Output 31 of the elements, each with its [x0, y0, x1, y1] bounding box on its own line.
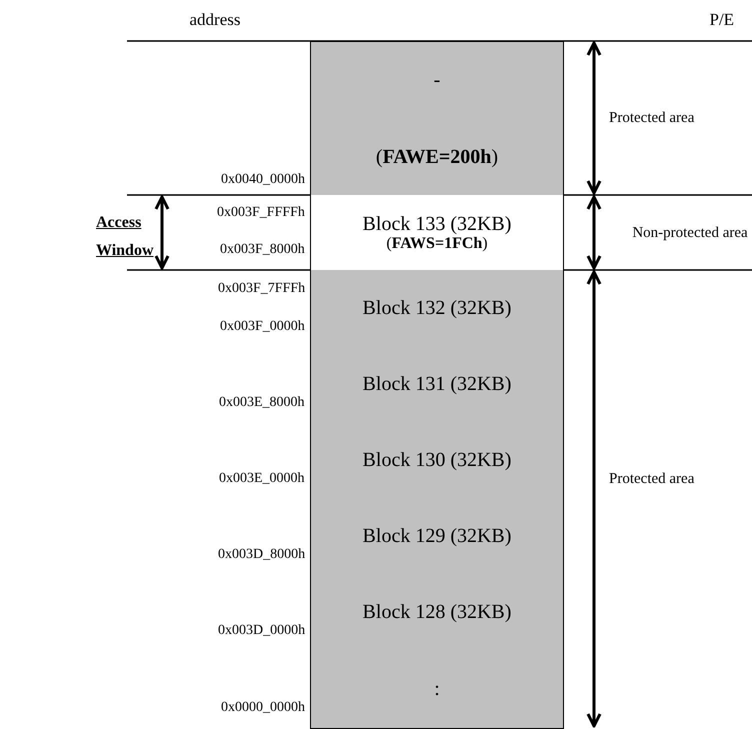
area-label: Protected area [609, 109, 694, 127]
address-label: 0x003F_7FFFh [218, 280, 306, 298]
address-label: 0x003E_8000h [219, 394, 305, 412]
address-label: 0x003E_0000h [219, 470, 305, 488]
address-label: 0x003F_8000h [220, 241, 305, 259]
column-heading: P/E [710, 11, 734, 29]
memory-block [310, 41, 564, 120]
block-label: Block 129 (32KB) [362, 525, 512, 548]
address-label: 0x003F_0000h [220, 318, 305, 336]
block-label: Block 133 (32KB) [362, 212, 512, 235]
memory-block [310, 270, 564, 348]
block-label: Block 128 (32KB) [362, 601, 512, 624]
register-value: (FAWS=1FCh) [386, 234, 488, 253]
address-label: 0x003F_FFFFh [217, 204, 305, 222]
memory-block [310, 650, 564, 728]
area-label: Protected area [609, 470, 694, 488]
block-label: Block 132 (32KB) [362, 297, 512, 320]
block-label: : [434, 678, 440, 700]
address-label: 0x0000_0000h [221, 699, 305, 717]
address-label: 0x003D_0000h [218, 622, 306, 640]
memory-block [310, 118, 564, 196]
address-label: 0x0040_0000h [221, 171, 305, 189]
address-label: 0x003D_8000h [218, 546, 306, 564]
block-label: Block 131 (32KB) [362, 373, 512, 396]
memory-block [310, 195, 564, 272]
area-label: Non-protected area [631, 224, 749, 243]
window-label: Access Window [96, 213, 155, 261]
block-label: (FAWE=200h) [376, 146, 498, 168]
column-heading: address [190, 11, 240, 29]
block-label: Block 130 (32KB) [362, 449, 512, 472]
block-label: - [434, 69, 440, 92]
